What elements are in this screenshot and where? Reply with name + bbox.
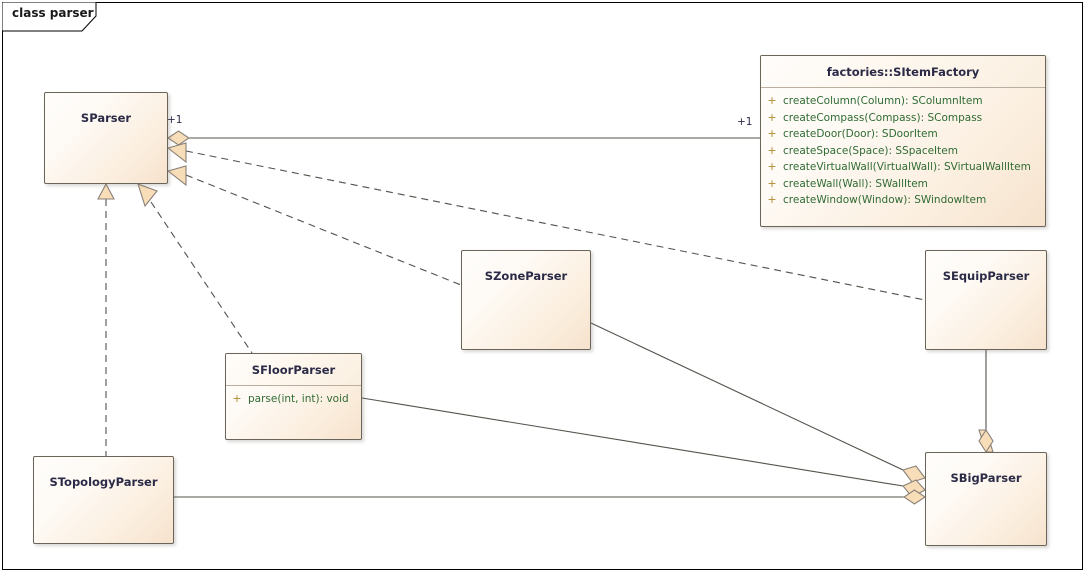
diagram-frame-tab [2,2,97,32]
class-title-stopologyparser: STopologyParser [49,475,158,489]
edge-szoneparser-realizes-sparser [166,165,462,286]
feature-row: + createCompass(Compass): SCompass [761,110,1045,127]
feature-visibility: + [767,110,777,124]
feature-visibility: + [767,176,777,190]
feature-signature: createWall(Wall): SWallItem [783,177,928,190]
edge-sbigparser-aggregates-sfloorparser [361,397,926,498]
feature-row: + createColumn(Column): SColumnItem [761,93,1045,110]
class-title-sequipparser: SEquipParser [942,269,1030,283]
feature-row: + createWindow(Window): SWindowItem [761,192,1045,209]
class-box-szoneparser[interactable]: SZoneParser [461,250,591,350]
class-title-sfloorparser: SFloorParser [226,354,361,386]
edge-sfloorparser-realizes-sparser [137,183,253,354]
class-box-sfloorparser[interactable]: SFloorParser + parse(int, int): void [225,353,362,440]
edge-sbigparser-aggregates-szoneparser [590,322,926,483]
feature-visibility: + [767,143,777,157]
class-box-sequipparser[interactable]: SEquipParser [925,250,1047,350]
feature-row: + createWall(Wall): SWallItem [761,176,1045,193]
edge-sbigparser-aggregates-stopologyparser [174,489,926,505]
feature-visibility: + [767,127,777,140]
feature-signature: createCompass(Compass): SCompass [783,111,983,124]
feature-row: + createSpace(Space): SSpaceItem [761,143,1045,160]
feature-visibility: + [232,392,242,405]
class-features-sfloorparser: + parse(int, int): void [226,386,361,414]
class-title-sitemfactory: factories::SItemFactory [761,56,1045,88]
feature-signature: parse(int, int): void [248,393,349,405]
class-title-sparser: SParser [80,111,132,125]
feature-row: + parse(int, int): void [226,391,361,408]
edge-sbigparser-aggregates-sequipparser [978,350,994,454]
class-features-sitemfactory: + createColumn(Column): SColumnItem + cr… [761,88,1045,215]
edge-stopologyparser-realizes-sparser [97,182,115,456]
feature-visibility: + [767,94,777,107]
class-box-sparser[interactable]: SParser [44,92,168,184]
feature-visibility: + [767,193,777,206]
class-title-szoneparser: SZoneParser [484,269,568,283]
multiplicity-label-sitemfactory-side: +1 [737,116,753,128]
feature-row: + createVirtualWall(VirtualWall): SVirtu… [761,159,1045,176]
class-title-sbigparser: SBigParser [950,471,1022,485]
edge-sparser-uses-sitemfactory [167,130,760,146]
class-box-stopologyparser[interactable]: STopologyParser [33,456,174,544]
class-box-sbigparser[interactable]: SBigParser [925,452,1047,546]
feature-signature: createDoor(Door): SDoorItem [783,128,938,140]
class-box-sitemfactory[interactable]: factories::SItemFactory + createColumn(C… [760,55,1046,227]
feature-signature: createColumn(Column): SColumnItem [783,95,983,107]
feature-row: + createDoor(Door): SDoorItem [761,126,1045,143]
feature-visibility: + [767,160,777,173]
multiplicity-label-sparser-side: +1 [167,114,183,126]
feature-signature: createSpace(Space): SSpaceItem [783,144,958,157]
diagram-frame-label: class parser [12,6,94,20]
feature-signature: createVirtualWall(VirtualWall): SVirtual… [783,161,1031,173]
feature-signature: createWindow(Window): SWindowItem [783,194,987,206]
